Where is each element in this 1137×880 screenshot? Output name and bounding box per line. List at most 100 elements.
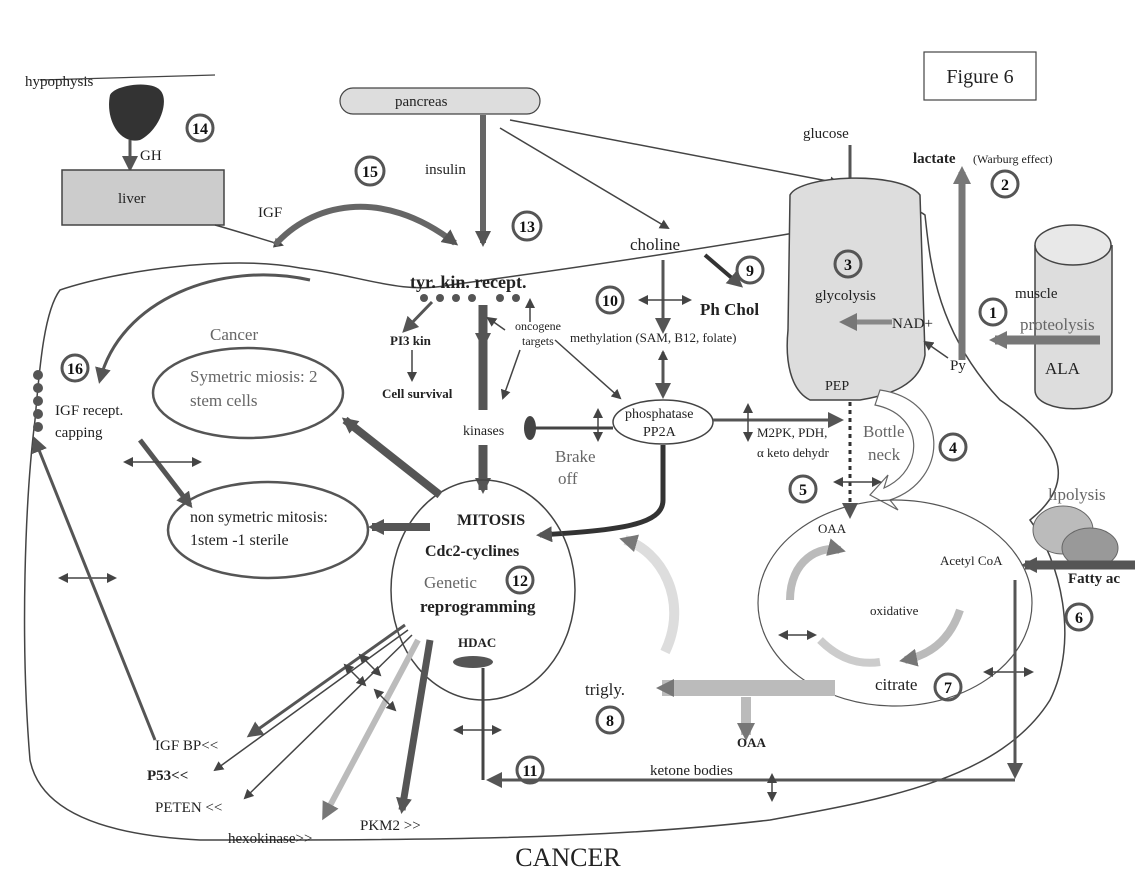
igf-arrow-a <box>214 224 284 248</box>
pancreas-choline-arrow <box>499 127 670 230</box>
krebs-inner-arrow-2 <box>899 608 964 667</box>
muscle-label: muscle <box>1015 286 1058 302</box>
ph-chol-label: Ph Chol <box>700 300 759 319</box>
ketone-label: ketone bodies <box>650 763 733 779</box>
pep-oaa-curved-arrow <box>869 389 935 511</box>
choline-label: choline <box>630 235 680 254</box>
pancreas-shape <box>339 87 541 115</box>
bottle-label: Bottle <box>863 422 905 441</box>
num-7: 7 <box>944 680 952 697</box>
kinases-label: kinases <box>463 424 504 439</box>
m2pk-label: M2PK, PDH, <box>757 425 827 440</box>
num-1-circle <box>978 297 1008 327</box>
oxidative-label: oxidative <box>870 603 919 618</box>
figure-label-box <box>923 51 1037 101</box>
peten-label: PETEN << <box>155 800 222 816</box>
igf-recept-label: IGF recept. <box>55 403 123 419</box>
acetyl-coa-label: Acetyl CoA <box>940 553 1003 568</box>
cancer-label: Cancer <box>210 325 258 344</box>
num-12-circle <box>505 565 535 595</box>
ph-chol-arrow <box>703 253 744 288</box>
num-15: 15 <box>362 164 378 181</box>
pp2a-label: PP2A <box>643 425 677 440</box>
num-6: 6 <box>1075 610 1083 627</box>
num-4: 4 <box>949 440 957 457</box>
igf-recept-arrow <box>95 273 311 384</box>
num-8: 8 <box>606 713 614 730</box>
figure-label: Figure 6 <box>946 66 1013 88</box>
capping-label: capping <box>55 425 103 441</box>
num-13: 13 <box>519 219 535 236</box>
proteolysis-label: proteolysis <box>1020 315 1095 334</box>
pi3-label: PI3 kin <box>390 333 432 348</box>
repro-bi-arrow-3 <box>373 688 397 712</box>
num-10: 10 <box>602 293 618 310</box>
warburg-label: (Warburg effect) <box>973 152 1053 166</box>
num-14: 14 <box>192 121 208 138</box>
hypophysis-shape <box>109 84 164 141</box>
krebs-cycle <box>757 499 1033 707</box>
num-6-circle <box>1064 602 1094 632</box>
num-11: 11 <box>522 763 537 780</box>
igf-recept-dots <box>33 370 43 432</box>
nonsymetric-label-2: 1stem -1 sterile <box>190 532 289 549</box>
pkm2-label: PKM2 >> <box>360 818 421 834</box>
repro-bi-arrow-1 <box>343 663 367 687</box>
repro-bi-arrow-2 <box>358 653 382 677</box>
num-1: 1 <box>989 305 997 322</box>
num-2-circle <box>990 169 1020 199</box>
igfbp-capping-arrow <box>32 436 157 741</box>
glycolysis-label: glycolysis <box>815 288 876 304</box>
oncogene-arrow-pp2a <box>554 339 622 400</box>
glycolysis-region <box>786 177 926 401</box>
nad-label: NAD+ <box>892 316 933 332</box>
brake-label: Brake <box>555 447 596 466</box>
oncogene-arrow-kinases <box>500 349 521 400</box>
tyr-kin-label: tyr. kin. recept. <box>410 272 527 292</box>
mitosis-label: MITOSIS <box>457 512 525 529</box>
pancreas-glucose-arrow <box>509 119 840 187</box>
pp2a-ellipse <box>612 399 714 445</box>
insulin-label: insulin <box>425 162 466 178</box>
krebs-inner-arrow-1 <box>786 538 846 601</box>
hexokinase-arrow <box>322 638 421 821</box>
pp2a-mitosis-arrow <box>536 445 666 543</box>
num-4-circle <box>938 432 968 462</box>
keto-label: α keto dehydr <box>757 445 829 460</box>
num-11-circle <box>515 755 545 785</box>
num-16: 16 <box>67 361 83 378</box>
liver-box <box>61 169 225 226</box>
num-15-circle <box>354 155 386 187</box>
num-10-circle <box>595 285 625 315</box>
glucose-label: glucose <box>803 126 849 142</box>
oaa2-label: OAA <box>737 735 767 750</box>
trigly-label: trigly. <box>585 680 625 699</box>
cell-membrane <box>23 207 1066 841</box>
targets-label: targets <box>522 334 554 348</box>
num-2: 2 <box>1001 177 1009 194</box>
num-3-circle <box>833 249 863 279</box>
num-14-circle <box>185 113 215 143</box>
hypophysis-line <box>39 74 216 81</box>
igfbp-arrow <box>246 623 406 738</box>
cell-survival-label: Cell survival <box>382 386 453 401</box>
cdc2-label: Cdc2-cyclines <box>425 543 519 560</box>
trigly-mitosis-arrow <box>619 534 680 655</box>
num-13-circle <box>511 210 543 242</box>
num-9: 9 <box>746 263 754 280</box>
gh-label: GH <box>140 148 162 164</box>
lipolysis-label: lipolysis <box>1048 485 1106 504</box>
liver-label: liver <box>118 191 146 207</box>
igf-bp-label: IGF BP<< <box>155 738 218 754</box>
num-5-circle <box>788 474 818 504</box>
muscle-cylinder <box>1034 245 1113 410</box>
lactate-label: lactate <box>913 151 956 167</box>
nonsymetric-ellipse <box>166 480 370 580</box>
symetric-label-2: stem cells <box>190 391 258 410</box>
oaa-label: OAA <box>818 521 847 536</box>
hexokinase-label: hexokinase>> <box>228 831 312 847</box>
off-label: off <box>558 469 578 488</box>
oncogene-label: oncogene <box>515 319 561 333</box>
